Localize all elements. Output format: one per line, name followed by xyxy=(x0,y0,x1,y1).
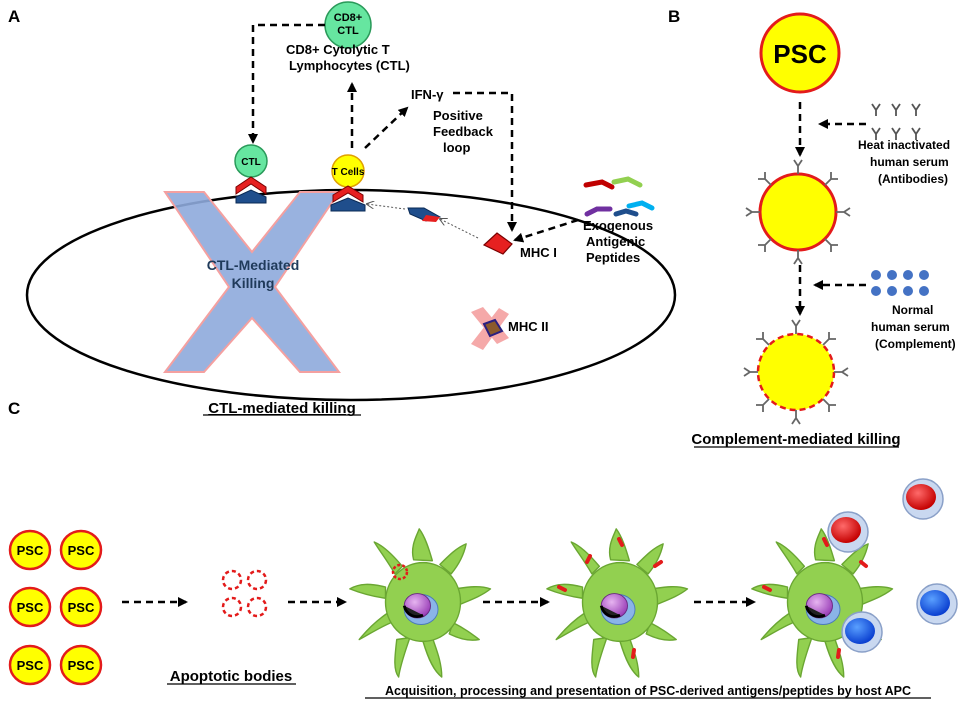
apoptotic-label: Apoptotic bodies xyxy=(170,668,293,685)
heat-serum-line1: Heat inactivated xyxy=(858,138,950,152)
panel-label-c: C xyxy=(8,399,20,418)
psc-cell-large xyxy=(759,12,841,94)
t-cell-blue-2 xyxy=(841,611,883,653)
mhc-i-molecule xyxy=(482,232,513,255)
cd8-caption-line2: Lymphocytes (CTL) xyxy=(289,58,410,73)
psc-small-3 xyxy=(8,586,52,628)
arrow-membrane-1 xyxy=(440,219,479,239)
apc-membrane xyxy=(25,188,677,402)
psc-small-label-4: PSC xyxy=(68,600,95,615)
panel-c: C PSC PSC PSC PSC PSC PSC Apoptotic bodi… xyxy=(8,399,958,699)
panel-label-b: B xyxy=(668,7,680,26)
tcr-receptor-tcell xyxy=(332,185,364,203)
psc-cell-grid: PSC PSC PSC PSC PSC PSC xyxy=(8,529,103,686)
psc-small-label-6: PSC xyxy=(68,658,95,673)
engulfed-body xyxy=(391,563,409,581)
heat-serum-line2: human serum xyxy=(870,155,949,169)
feedback-line2: Feedback xyxy=(433,124,494,139)
normal-serum-line1: Normal xyxy=(892,303,933,317)
killing-label-line1: CTL-Mediated xyxy=(207,257,300,273)
t-cell-red-1 xyxy=(827,511,869,553)
psc-small-label-1: PSC xyxy=(17,543,44,558)
panel-a-title: CTL-mediated killing xyxy=(208,400,356,417)
ifn-gamma-label: IFN-γ xyxy=(411,87,444,102)
psc-small-label-2: PSC xyxy=(68,543,95,558)
feedback-line3: loop xyxy=(443,140,470,155)
cross-x-mark xyxy=(162,191,342,373)
mhc-complex-peptide xyxy=(422,215,440,222)
normal-serum-line3: (Complement) xyxy=(875,337,956,351)
panel-a: A CTL-Mediated Killing CD8+ CTL CD8+ Cyt… xyxy=(8,1,677,417)
ctl-cell-label: CTL xyxy=(241,157,260,168)
normal-serum-line2: human serum xyxy=(871,320,950,334)
psc-cell-opsonized xyxy=(758,172,838,252)
psc-small-6 xyxy=(59,644,103,686)
apc-cell-3 xyxy=(750,527,894,679)
psc-small-label-3: PSC xyxy=(17,600,44,615)
killing-label-line2: Killing xyxy=(232,275,275,291)
apoptotic-bodies-icon xyxy=(221,569,268,618)
psc-small-2 xyxy=(59,529,103,571)
mhc-ii-label: MHC II xyxy=(508,319,548,334)
apc-cell-2 xyxy=(545,527,689,679)
psc-small-label-5: PSC xyxy=(17,658,44,673)
panel-label-a: A xyxy=(8,7,20,26)
complement-icon xyxy=(871,270,929,296)
mhc-peptide-tcell xyxy=(330,197,366,212)
psc-small-4 xyxy=(59,586,103,628)
bound-antibodies-2 xyxy=(743,319,849,425)
exogenous-line2: Antigenic xyxy=(586,234,645,249)
mhc-ii-molecule xyxy=(482,318,504,338)
psc-large-label: PSC xyxy=(773,39,827,69)
cd8-cell-label-line1: CD8+ xyxy=(334,12,362,24)
panel-b-title: Complement-mediated killing xyxy=(691,431,900,448)
psc-cell-lysed xyxy=(756,332,836,412)
acquisition-label: Acquisition, processing and presentation… xyxy=(385,684,911,698)
apc-cell-1 xyxy=(348,527,492,679)
cd8-cell-label-line2: CTL xyxy=(337,25,359,37)
heat-serum-line3: (Antibodies) xyxy=(878,172,948,186)
panel-b: B PSC Heat inactivated human serum (Anti… xyxy=(668,7,956,448)
exogenous-peptides xyxy=(583,176,655,217)
presented-peptides-3 xyxy=(762,537,868,659)
presented-peptides-2 xyxy=(557,537,663,659)
cd8-caption-line1: CD8+ Cytolytic T xyxy=(286,42,390,57)
psc-small-5 xyxy=(8,644,52,686)
arrow-tcell-to-ifn xyxy=(364,106,409,149)
exogenous-line3: Peptides xyxy=(586,250,640,265)
feedback-line1: Positive xyxy=(433,108,483,123)
exogenous-line1: Exogenous xyxy=(583,218,653,233)
t-cell-red-2 xyxy=(902,478,944,520)
bound-antibodies-1 xyxy=(745,159,851,265)
tcr-receptor-ctl xyxy=(235,176,267,195)
t-cell-label: T Cells xyxy=(332,167,365,178)
t-cell-blue-1 xyxy=(916,583,958,625)
mhc-i-label: MHC I xyxy=(520,245,557,260)
psc-small-1 xyxy=(8,529,52,571)
arrow-feedback-loop xyxy=(453,91,517,232)
mhc-peptide-ctl xyxy=(235,189,267,204)
antibodies-icon xyxy=(871,103,921,140)
arrow-cd8-to-ctl xyxy=(248,23,325,144)
